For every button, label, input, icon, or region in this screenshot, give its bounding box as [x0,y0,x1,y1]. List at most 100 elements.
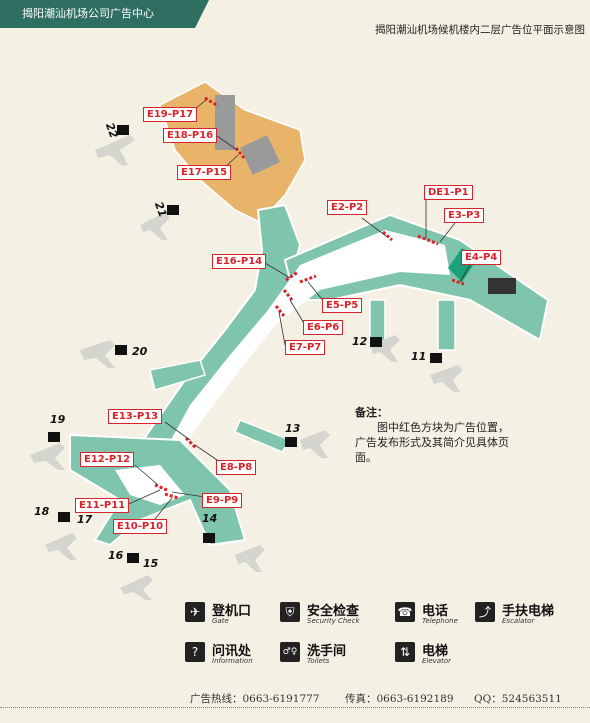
legend-item-toilets: ♂♀ 洗手间 Toilets [280,640,390,672]
aircraft-icon [235,545,265,572]
telephone-icon: ☎ [395,602,415,622]
legend-label: 电梯 [422,644,449,659]
aircraft-icon [140,212,170,240]
legend-label: 安全检查 [307,604,360,619]
ad-label-e5-p5: E5-P5 [322,298,363,313]
company-banner: 揭阳潮汕机场公司广告中心 [0,0,209,28]
ad-label-e7-p7: E7-P7 [285,340,326,355]
ad-marker [417,234,439,246]
elevator-icon: ⇅ [395,642,415,662]
aircraft-icon [30,443,65,470]
leader-line [134,464,159,486]
legend-sublabel: Telephone [422,617,458,625]
ad-label-e11-p11: E11-P11 [75,498,130,513]
gate-number-17: 17 [77,513,93,526]
aircraft-icon [95,135,135,166]
legend-item-security: ⛨ 安全检查 Security Check [280,600,390,632]
leader-line [439,222,456,243]
ad-label-e2-p2: E2-P2 [327,200,368,215]
ad-marker [451,278,465,286]
ad-label-e19-p17: E19-P17 [143,107,198,122]
leader-line [459,264,471,283]
gate-icon [115,345,127,355]
ad-label-e3-p3: E3-P3 [444,208,485,223]
legend-label: 电话 [422,604,449,619]
escalator-icon: ⤴ [475,602,495,622]
qq-number: QQ：524563511 [474,693,562,705]
orange-area-block [215,95,235,150]
ad-label-e10-p10: E10-P10 [113,519,168,534]
legend-item-information: ? 问讯处 Information [185,640,295,672]
leader-line [289,299,306,326]
gate-icon [127,553,139,563]
gate-number-14: 14 [202,512,218,525]
ad-label-e16-p14: E16-P14 [212,254,267,269]
central-walkway [160,230,450,470]
remarks-body: 图中红色方块为广告位置，广告发布形式及其简介见具体页面。 [355,421,509,464]
gate-11-finger [437,299,456,351]
aircraft-icon [120,575,153,600]
ad-marker [154,483,168,492]
toilets-icon: ♂♀ [280,642,300,662]
gate-number-20: 20 [132,345,148,358]
legend-item-gate: ✈ 登机口 Gate [185,600,295,632]
gate-number-15: 15 [143,557,159,570]
legend-label: 洗手间 [307,644,347,659]
gate-number-12: 12 [352,335,368,348]
legend-item-telephone: ☎ 电话 Telephone [395,600,505,632]
leader-line [361,217,387,237]
aircraft-silhouettes [30,135,463,600]
gate-icon [167,205,179,215]
ad-marker [274,305,286,317]
legend-sublabel: Gate [212,617,229,625]
aircraft-icon [370,335,400,362]
security-check-icon: ⛨ [280,602,300,622]
gate-number-19: 19 [50,413,66,426]
gate-icon [370,337,382,347]
aircraft-icon [45,533,77,560]
ad-label-e18-p16: E18-P16 [163,128,218,143]
toilets-block [488,278,516,294]
ad-markers [154,96,465,500]
information-icon: ? [185,642,205,662]
gate-icon: ✈ [185,602,205,622]
ad-label-e4-p4: E4-P4 [461,250,502,265]
gate-icon [48,432,60,442]
remarks-title: 备注： [355,406,388,419]
ad-label-e8-p8: E8-P8 [216,460,257,475]
ad-label-e13-p13: E13-P13 [108,409,163,424]
legend-sublabel: Elevator [422,657,452,665]
ad-hotline: 广告热线：0663-6191777 [190,693,320,705]
footer-divider [0,707,590,709]
gate-number-11: 11 [411,350,427,363]
gate-number-18: 18 [34,505,50,518]
orange-area-block [240,135,280,175]
legend-item-elevator: ⇅ 电梯 Elevator [395,640,505,672]
legend-label: 问讯处 [212,644,252,659]
ad-marker [164,492,179,500]
remarks-box: 备注： 图中红色方块为广告位置，广告发布形式及其简介见具体页面。 [355,405,515,465]
gate-icon [117,125,129,135]
gate-icon [58,512,70,522]
ad-marker [184,436,198,450]
gate-13-finger [234,419,292,453]
ad-marker [282,289,294,301]
ad-label-e12-p12: E12-P12 [80,452,135,467]
ad-marker [382,230,393,242]
legend-sublabel: Information [212,657,253,665]
ad-marker [204,96,219,108]
footer: 广告热线：0663-6191777 传真：0663-6192189 QQ：524… [0,683,590,723]
gate-icon [203,533,215,543]
legend-sublabel: Security Check [307,617,360,625]
legend-sublabel: Escalator [502,617,535,625]
ad-marker [285,270,299,282]
gate-markers [48,125,442,563]
leader-line [164,421,191,441]
legend-item-escalator: ⤴ 手扶电梯 Escalator [475,600,585,632]
gate-icon [285,437,297,447]
legend-label: 手扶电梯 [502,604,555,619]
ad-label-e17-p15: E17-P15 [177,165,232,180]
legend-sublabel: Toilets [307,657,330,665]
ad-label-e6-p6: E6-P6 [303,320,344,335]
leader-line [171,491,206,498]
